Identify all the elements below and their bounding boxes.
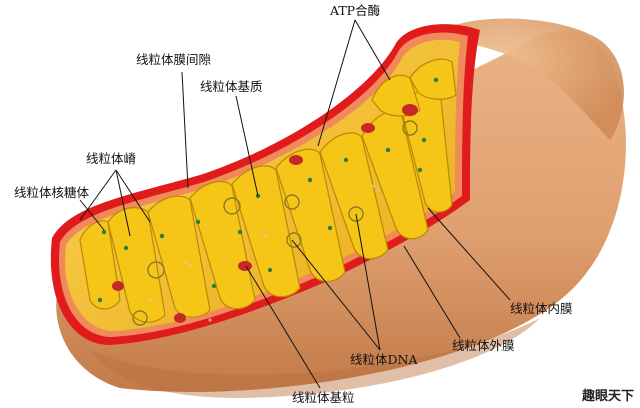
label-atp-synthase: ATP合酶 <box>329 3 380 18</box>
leader-cristae-1 <box>79 169 117 221</box>
leader-atp-1 <box>317 19 356 147</box>
atp-synthase-spots <box>112 104 418 323</box>
leader-atp-2 <box>354 19 391 81</box>
label-dna: 线粒体DNA <box>350 352 418 367</box>
leader-inner-membrane <box>427 207 511 301</box>
cristae <box>79 58 457 323</box>
label-inner-membrane: 线粒体内膜 <box>510 301 573 316</box>
label-granule: 线粒体基粒 <box>292 390 355 405</box>
labels: ATP合酶 线粒体膜间隙 线粒体基质 线粒体嵴 线粒体核糖体 线粒体内膜 线粒体… <box>14 3 573 405</box>
leader-granule <box>245 265 321 389</box>
dna-rings <box>132 120 418 326</box>
label-intermembrane-space: 线粒体膜间隙 <box>136 52 211 67</box>
leader-outer-membrane <box>403 245 461 339</box>
leader-dna-1 <box>291 239 381 351</box>
leader-cristae-2 <box>115 169 131 237</box>
granules <box>148 184 380 322</box>
leader-cristae-3 <box>115 169 151 223</box>
leader-ribosome <box>79 199 105 231</box>
label-matrix: 线粒体基质 <box>200 79 263 94</box>
label-outer-membrane: 线粒体外膜 <box>452 338 515 353</box>
leader-matrix <box>235 95 259 197</box>
leader-intermembrane <box>181 71 189 189</box>
label-cristae: 线粒体嵴 <box>86 151 137 166</box>
leader-lines <box>79 19 511 389</box>
watermark: 趣眼天下 <box>581 389 634 404</box>
label-ribosome: 线粒体核糖体 <box>14 185 90 200</box>
leader-dna-2 <box>355 213 381 351</box>
